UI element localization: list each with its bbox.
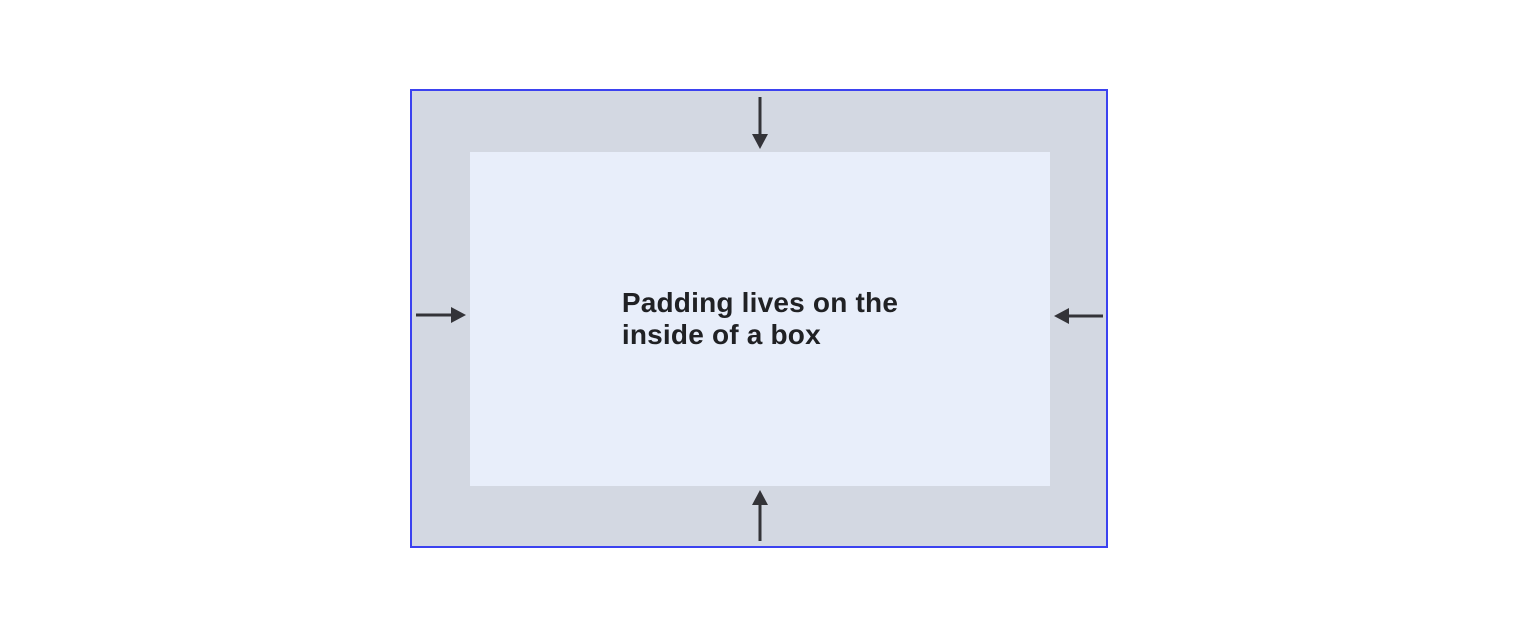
padding-label-line2: inside of a box — [621, 319, 821, 350]
padding-box: Padding lives on the inside of a box — [410, 89, 1108, 548]
padding-label: Padding lives on the inside of a box — [622, 287, 898, 351]
padding-label-line1: Padding lives on the — [621, 287, 899, 318]
content-box: Padding lives on the inside of a box — [470, 152, 1050, 486]
